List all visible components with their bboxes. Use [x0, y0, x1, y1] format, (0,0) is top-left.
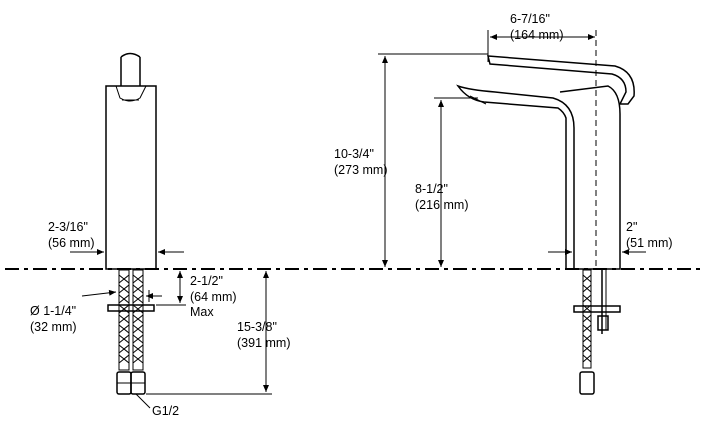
- deck-thickness-metric: (64 mm): [190, 290, 237, 304]
- overall-height-metric: (273 mm): [334, 163, 387, 177]
- body-width-metric: (56 mm): [48, 236, 95, 250]
- overall-height-imperial: 10-3/4": [334, 147, 374, 161]
- reach-imperial: 6-7/16": [510, 12, 550, 26]
- deck-thickness-note: Max: [190, 305, 214, 319]
- lever-handle: [120, 52, 141, 86]
- lever-side: [487, 55, 635, 105]
- spout-height-imperial: 8-1/2": [415, 182, 448, 196]
- side-view: [378, 30, 646, 395]
- body-width-imperial: 2-3/16": [48, 220, 88, 234]
- hole-diameter-metric: (32 mm): [30, 320, 77, 334]
- reach-metric: (164 mm): [510, 28, 563, 42]
- supply-length-imperial: 15-3/8": [237, 320, 277, 334]
- spout-height-metric: (216 mm): [415, 198, 468, 212]
- supply-hoses: [107, 269, 155, 395]
- front-view: [70, 52, 272, 409]
- base-width-metric: (51 mm): [626, 236, 673, 250]
- base-width-imperial: 2": [626, 220, 637, 234]
- faucet-body: [105, 85, 157, 270]
- deck-thickness-imperial: 2-1/2": [190, 274, 223, 288]
- supply-length-metric: (391 mm): [237, 336, 290, 350]
- connection-label: G1/2: [152, 404, 179, 418]
- hole-diameter-imperial: Ø 1-1/4": [30, 304, 76, 318]
- faucet-side-profile: [456, 84, 575, 269]
- side-supply: [573, 269, 621, 395]
